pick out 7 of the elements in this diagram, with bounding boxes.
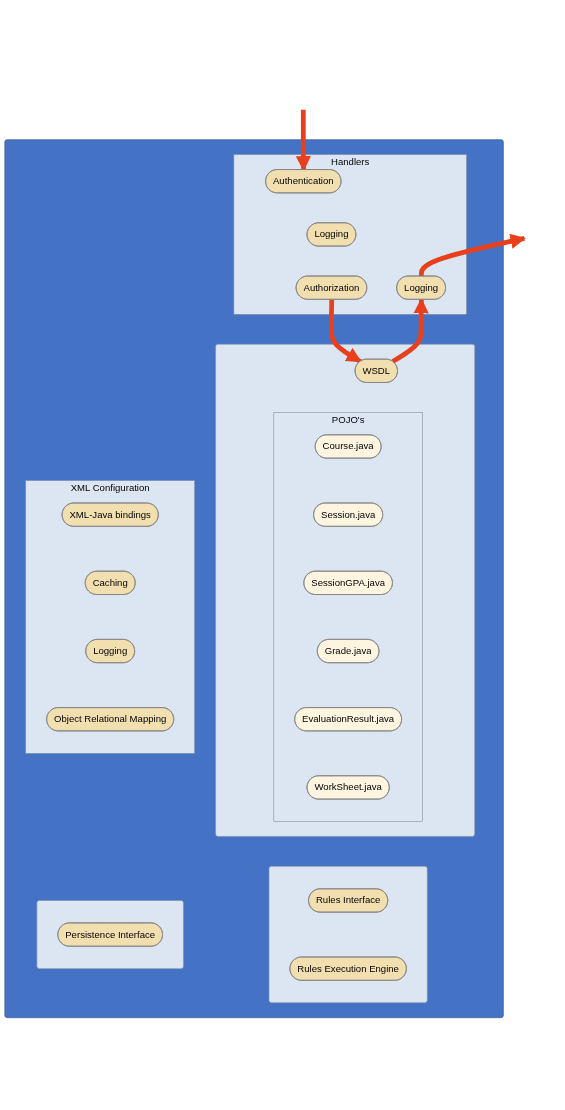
arrow [418,234,526,277]
arrow [391,298,429,364]
cluster [268,866,428,1004]
cluster [215,344,476,837]
cluster [4,139,504,1019]
arrow [329,299,362,364]
cluster [36,900,184,970]
